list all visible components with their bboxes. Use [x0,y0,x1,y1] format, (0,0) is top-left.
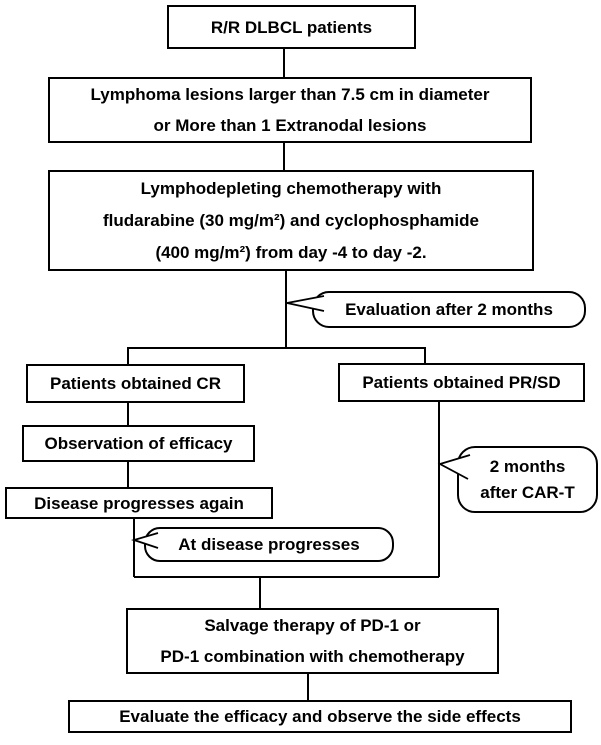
callout-evaluation-after-2-months: Evaluation after 2 months [313,292,585,327]
callout-label-text: At disease progresses [178,534,360,554]
node-lymphoma-lesion-criteria: Lymphoma lesions larger than 7.5 cm in d… [48,77,532,143]
node-lymphodepleting-chemotherapy: Lymphodepleting chemotherapy with fludar… [48,170,534,271]
node-label-line2: or More than 1 Extranodal lesions [153,116,427,135]
callout-tail-outline [130,532,159,549]
callout-label-line2: after CAR-T [480,482,575,502]
node-label: Disease progresses again [34,493,244,513]
callout-at-disease-progresses: At disease progresses [145,528,393,561]
node-disease-progresses-again: Disease progresses again [5,487,273,519]
node-salvage-therapy-pd1: Salvage therapy of PD-1 or PD-1 combinat… [126,608,499,674]
connector-split-branch [127,347,426,366]
node-observation-of-efficacy: Observation of efficacy [22,425,255,462]
callout-bubble-evaluation-after-2-months [286,291,586,328]
node-label: Patients obtained CR [50,374,221,393]
callout-label-text: Evaluation after 2 months [345,299,553,319]
callout-2-months-after-cart: 2 months after CAR-T [458,447,597,512]
callout-label-line1: 2 months [489,456,566,476]
node-label: Evaluate the efficacy and observe the si… [119,707,521,726]
node-label-line1: Lymphodepleting chemotherapy with [140,178,442,198]
node-evaluate-efficacy-side-effects: Evaluate the efficacy and observe the si… [68,700,572,733]
callout-tail-fill [287,296,324,311]
node-rr-dlbcl-patients: R/R DLBCL patients [167,5,416,49]
node-label-line1: Lymphoma lesions larger than 7.5 cm in d… [90,85,490,104]
node-label-line2: PD-1 combination with chemotherapy [160,647,465,666]
callout-tail-outline [437,454,471,480]
callout-tail-fill [440,455,470,479]
callout-tail-outline [286,295,325,312]
callout-bubble-at-disease-progresses [130,527,394,562]
node-label: Observation of efficacy [44,434,233,453]
callout-bubble-2-months-after-cart [437,446,598,513]
node-label: R/R DLBCL patients [210,17,373,37]
node-label-line3: (400 mg/m²) from day -4 to day -2. [155,242,427,262]
node-label-line2: fludarabine (30 mg/m²) and cyclophospham… [103,210,479,230]
node-patients-obtained-pr-sd: Patients obtained PR/SD [338,363,585,402]
callout-tail-fill [134,533,158,548]
callout-bubble-shape [457,446,598,513]
node-patients-obtained-cr: Patients obtained CR [26,364,245,403]
node-label-line1: Salvage therapy of PD-1 or [204,616,421,635]
node-label: Patients obtained PR/SD [362,373,561,392]
